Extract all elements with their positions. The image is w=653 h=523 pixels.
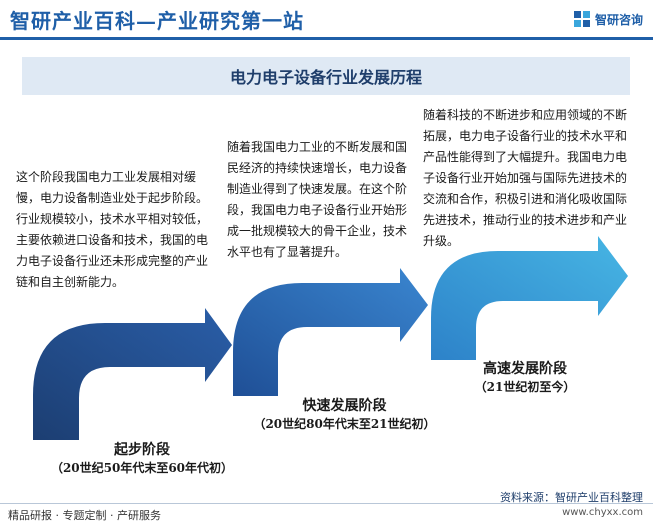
stage-2-label: 快速发展阶段 （20世纪80年代末至21世纪初）	[222, 397, 467, 433]
lightbulb-icon	[516, 308, 538, 345]
stage-3-label: 高速发展阶段 （21世纪初至今）	[455, 360, 595, 396]
paperclip-icon	[320, 339, 351, 373]
stage-arrow-3	[431, 236, 628, 360]
stage-1-label: 起步阶段 （20世纪50年代末至60年代初）	[22, 441, 262, 477]
stage-2-name: 快速发展阶段	[302, 398, 387, 414]
brand-logo[interactable]: 智研咨询	[573, 10, 643, 28]
stage-arrow-2	[233, 268, 428, 396]
logo-icon	[573, 11, 590, 27]
stage-3-description: 随着科技的不断进步和应用领域的不断拓展，电力电子设备行业的技术水平和产品性能得到…	[423, 108, 628, 248]
footer-divider	[0, 503, 653, 504]
stage-arrow-1	[33, 308, 232, 440]
stage-1-name: 起步阶段	[114, 442, 170, 458]
source-note: 资料来源：智研产业百科整理	[500, 491, 643, 504]
pen-icon	[119, 387, 151, 415]
page-header: 智研产业百科—产业研究第一站 智研咨询	[0, 0, 653, 40]
title-banner: 电力电子设备行业发展历程	[22, 57, 630, 95]
diagram-title: 电力电子设备行业发展历程	[229, 68, 422, 87]
footer-services: 精品研报 · 专题定制 · 产研服务	[8, 509, 161, 522]
header-divider	[0, 37, 653, 40]
stage-3-period: （21世纪初至今）	[474, 380, 576, 394]
stage-2-period: （20世纪80年代末至21世纪初）	[253, 417, 436, 431]
stage-2-description: 随着我国电力工业的不断发展和国民经济的持续快速增长，电力设备制造业得到了快速发展…	[227, 140, 408, 259]
logo-text: 智研咨询	[594, 12, 643, 27]
stage-3-name: 高速发展阶段	[483, 361, 567, 377]
stage-1-period: （20世纪50年代末至60年代初）	[50, 461, 234, 475]
site-title: 智研产业百科—产业研究第一站	[10, 9, 304, 33]
footer-url[interactable]: www.chyxx.com	[562, 507, 643, 518]
stage-1-description: 这个阶段我国电力工业发展相对缓慢，电力设备制造业处于起步阶段。行业规模较小，技术…	[16, 170, 209, 289]
